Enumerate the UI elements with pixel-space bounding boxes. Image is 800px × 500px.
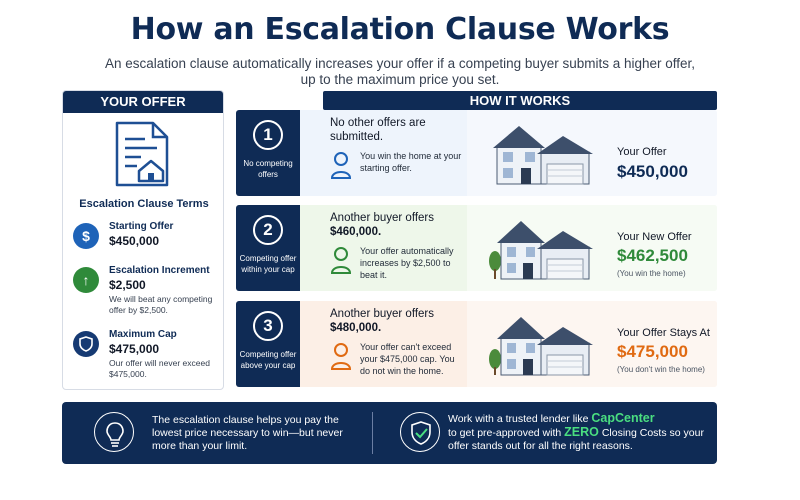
step-middle: No other offers are submitted. You win t… [300, 110, 467, 196]
lightbulb-icon [94, 412, 134, 452]
person-icon [330, 247, 352, 274]
term-value: $2,500 [109, 278, 146, 292]
step-result: Your Offer Stays At $475,000 (You don't … [467, 301, 717, 387]
house-icon [489, 317, 593, 376]
document-house-icon [115, 121, 169, 187]
terms-title: Escalation Clause Terms [79, 198, 209, 210]
step-caption: No competing offers [243, 159, 293, 179]
offer-label: Your New Offer [617, 231, 692, 243]
step-number-box: 3 Competing offer above your cap [236, 301, 300, 387]
step-number-box: 1 No competing offers [236, 110, 300, 196]
person-icon [330, 343, 352, 370]
step-headline-text: Another buyer offers [330, 308, 434, 320]
bottom-left-text: The escalation clause helps you pay the … [152, 414, 343, 452]
bottom-right-post: Closing Costs so your offer stands out f… [448, 427, 704, 452]
step-number-box: 2 Competing offer within your cap [236, 205, 300, 291]
bottom-right-pre: Work with a trusted lender like [448, 413, 589, 425]
step-result: Your New Offer $462,500 (You win the hom… [467, 205, 717, 291]
step-caption: Competing offer above your cap [239, 350, 297, 370]
house-icon [489, 221, 593, 280]
shield-icon [73, 331, 99, 357]
step-headline-text: Another buyer offers [330, 212, 434, 224]
offer-value: $462,500 [617, 246, 688, 265]
step-headline: Another buyer offers $460,000. [330, 211, 462, 239]
dollar-icon: $ [73, 223, 99, 249]
term-value: $475,000 [109, 342, 160, 356]
step-result: Your Offer $450,000 [467, 110, 717, 196]
how-it-works-heading: HOW IT WORKS [323, 91, 717, 110]
capcenter-brand: CapCenter [591, 411, 655, 425]
step-3: 3 Competing offer above your cap Another… [236, 301, 717, 387]
your-offer-heading: YOUR OFFER [63, 91, 223, 113]
bottom-right-text: Work with a trusted lender like CapCente… [448, 412, 708, 453]
your-offer-panel: YOUR OFFER Escalation Clause Terms $ Sta… [62, 90, 224, 390]
offer-value: $475,000 [617, 342, 688, 361]
divider [372, 412, 373, 454]
step-desc: Your offer automatically increases by $2… [360, 246, 454, 280]
step-headline-amount: $480,000. [330, 322, 382, 334]
offer-label: Your Offer [617, 146, 667, 158]
offer-note: (You don't win the home) [617, 365, 705, 374]
term-label: Starting Offer [109, 221, 174, 232]
term-desc: We will beat any competing offer by $2,5… [109, 294, 213, 315]
house-icon [493, 126, 593, 185]
step-headline: No other offers are submitted. [330, 117, 426, 143]
bottom-banner: The escalation clause helps you pay the … [62, 402, 717, 464]
step-headline-amount: $460,000. [330, 226, 382, 238]
step-headline: Another buyer offers $480,000. [330, 307, 462, 335]
step-desc: You win the home at your starting offer. [360, 151, 462, 173]
term-desc: Our offer will never exceed $475,000. [109, 358, 210, 379]
step-number: 3 [253, 311, 283, 341]
step-number: 2 [253, 215, 283, 245]
offer-note: (You win the home) [617, 269, 686, 278]
step-number: 1 [253, 120, 283, 150]
page-title: How an Escalation Clause Works [130, 12, 670, 47]
shield-check-icon [400, 412, 440, 452]
term-label: Escalation Increment [109, 265, 210, 276]
offer-value: $450,000 [617, 162, 688, 181]
bottom-right-mid: to get pre-approved with [448, 427, 562, 439]
term-value: $450,000 [109, 234, 160, 248]
zero-highlight: ZERO [564, 425, 599, 439]
arrow-up-icon: ↑ [73, 267, 99, 293]
page-subtitle: An escalation clause automatically incre… [104, 56, 696, 87]
step-caption: Competing offer within your cap [239, 254, 297, 274]
step-middle: Another buyer offers $480,000. Your offe… [300, 301, 467, 387]
step-1: 1 No competing offers No other offers ar… [236, 110, 717, 196]
person-icon [330, 152, 352, 179]
step-2: 2 Competing offer within your cap Anothe… [236, 205, 717, 291]
term-label: Maximum Cap [109, 329, 177, 340]
offer-label: Your Offer Stays At [617, 327, 710, 339]
step-desc: Your offer can't exceed your $475,000 ca… [360, 342, 455, 376]
step-middle: Another buyer offers $460,000. Your offe… [300, 205, 467, 291]
